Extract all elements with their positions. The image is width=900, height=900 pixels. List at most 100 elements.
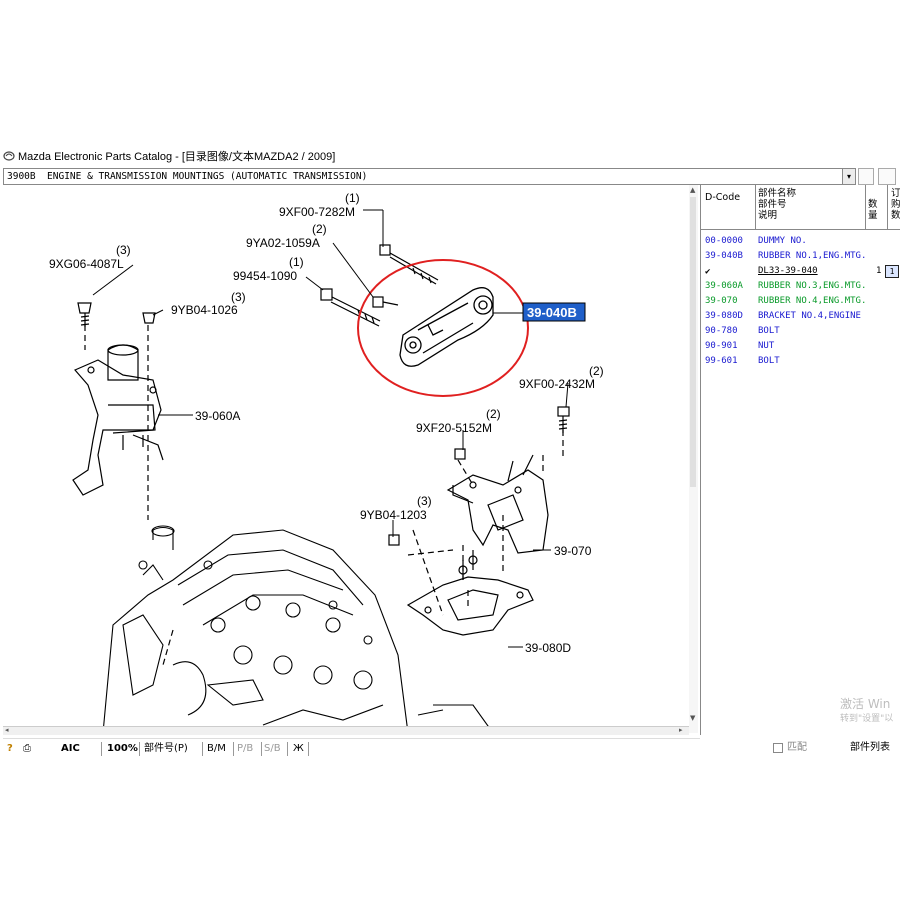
callout-part: 9YB04-1026 <box>171 303 238 317</box>
col-qty-line1[interactable]: 数 <box>868 199 878 210</box>
row-code: 99-601 <box>705 356 738 366</box>
row-name: NUT <box>758 341 775 351</box>
table-row[interactable]: 39-070 RUBBER NO.4,ENG.MTG. <box>701 294 900 309</box>
illustration-selector[interactable]: 3900B ENGINE & TRANSMISSION MOUNTINGS (A… <box>3 168 855 185</box>
check-icon[interactable]: ✔ <box>705 267 711 277</box>
row-code: 39-080D <box>705 311 743 321</box>
table-row[interactable]: 90-780 BOLT <box>701 324 900 339</box>
mount-39-060A-drawing <box>72 302 164 496</box>
callout-lines <box>92 209 569 648</box>
table-row[interactable]: 99-601 BOLT <box>701 354 900 369</box>
match-label: 匹配 <box>787 742 807 753</box>
parts-list-rows: 00-0000 DUMMY NO. 39-040B RUBBER NO.1,EN… <box>701 234 900 369</box>
scroll-left-icon[interactable]: ◂ <box>5 726 9 734</box>
toolbar-divider <box>287 742 288 756</box>
callout-qty: (3) <box>231 290 246 304</box>
mount-39-070-drawing <box>446 454 549 554</box>
callout-qty: (1) <box>289 255 304 269</box>
table-row-part-number[interactable]: ✔ DL33-39-040 1 1 <box>701 264 900 279</box>
table-row[interactable]: 39-060A RUBBER NO.3,ENG.MTG. <box>701 279 900 294</box>
header-button[interactable] <box>858 168 874 185</box>
row-name: BOLT <box>758 356 780 366</box>
callout-part: 39-060A <box>195 409 240 423</box>
help-button[interactable]: ? <box>7 743 13 754</box>
parts-list-header: D-Code 部件名称 部件号 说明 数 量 订 购 数 <box>701 185 900 230</box>
parts-diagram[interactable]: (1) 9XF00-7282M (2) 9YA02-1059A (1) 9945… <box>3 185 689 733</box>
callout-part: 9XF20-5152M <box>416 421 492 435</box>
table-row[interactable]: 00-0000 DUMMY NO. <box>701 234 900 249</box>
engine-block-drawing <box>102 525 494 733</box>
watermark-line2: 转到"设置"以 <box>840 714 894 724</box>
scroll-up-icon[interactable]: ▲ <box>690 186 696 194</box>
header-button[interactable] <box>878 168 896 185</box>
toolbar-divider <box>139 742 140 756</box>
row-name: DUMMY NO. <box>758 236 807 246</box>
callout-part: 9YB04-1203 <box>360 508 427 522</box>
parts-panel-footer: 匹配 部件列表 <box>700 738 900 758</box>
callout-part: 9YA02-1059A <box>246 236 320 250</box>
misc-button[interactable]: Ж <box>293 743 304 754</box>
bm-button[interactable]: B/M <box>207 743 226 754</box>
table-row[interactable]: 39-040B RUBBER NO.1,ENG.MTG. <box>701 249 900 264</box>
row-code: 39-060A <box>705 281 743 291</box>
row-code: 39-040B <box>705 251 743 261</box>
bracket-39-080D-drawing <box>406 550 534 636</box>
table-row[interactable]: 90-901 NUT <box>701 339 900 354</box>
row-name: RUBBER NO.3,ENG.MTG. <box>758 281 867 291</box>
scroll-down-icon[interactable]: ▼ <box>690 714 696 722</box>
row-name: BRACKET NO.4,ENGINE <box>758 311 861 321</box>
window-titlebar: Mazda Electronic Parts Catalog - [目录图像/文… <box>0 147 900 167</box>
bolts-drawing <box>320 244 439 327</box>
leader-lines <box>84 325 564 666</box>
callout-part: 39-080D <box>525 641 571 655</box>
callout-qty: (2) <box>312 222 327 236</box>
col-order-line1[interactable]: 订 <box>891 188 900 199</box>
callout-part: 9XF00-2432M <box>519 377 595 391</box>
callout-qty: (1) <box>345 191 360 205</box>
diagram-horizontal-scrollbar[interactable]: ◂ ▸ <box>3 726 689 735</box>
callout-qty: (2) <box>486 407 501 421</box>
toolbar-divider <box>101 742 102 756</box>
chevron-down-icon[interactable]: ▾ <box>842 168 856 185</box>
callout-part: 9XG06-4087L <box>49 257 124 271</box>
right-bolts-drawing <box>388 406 570 546</box>
toolbar-divider <box>233 742 234 756</box>
col-name-line2: 部件号 <box>758 199 787 210</box>
row-name: RUBBER NO.1,ENG.MTG. <box>758 251 867 261</box>
callout-qty: (3) <box>116 243 131 257</box>
row-code: 39-070 <box>705 296 738 306</box>
match-checkbox[interactable] <box>773 743 783 753</box>
order-qty-input[interactable]: 1 <box>885 265 899 278</box>
callout-part: 99454-1090 <box>233 269 297 283</box>
diagram-svg: (1) 9XF00-7282M (2) 9YA02-1059A (1) 9945… <box>49 191 604 733</box>
scroll-right-icon[interactable]: ▸ <box>679 726 683 734</box>
col-order-line2: 购 <box>891 199 900 210</box>
row-name: BOLT <box>758 326 780 336</box>
illustration-title: 3900B ENGINE & TRANSMISSION MOUNTINGS (A… <box>7 171 368 182</box>
row-code: 90-901 <box>705 341 738 351</box>
callout-labels: (1) 9XF00-7282M (2) 9YA02-1059A (1) 9945… <box>49 191 604 655</box>
aic-button[interactable]: AIC <box>61 743 80 754</box>
callout-part: 9XF00-7282M <box>279 205 355 219</box>
window-title: Mazda Electronic Parts Catalog - [目录图像/文… <box>18 151 336 163</box>
col-divider <box>887 185 888 229</box>
sb-button[interactable]: S/B <box>264 743 281 754</box>
col-qty-line2: 量 <box>868 210 878 221</box>
col-d-code[interactable]: D-Code <box>705 192 741 203</box>
parts-list-tab[interactable]: 部件列表 <box>850 742 890 753</box>
part-number-button[interactable]: 部件号(P) <box>144 743 188 754</box>
zoom-level-button[interactable]: 100% <box>107 743 138 754</box>
diagram-vertical-scrollbar[interactable]: ▲ ▼ <box>689 185 698 733</box>
toolbar-divider <box>261 742 262 756</box>
mount-39-040B-drawing <box>399 287 494 367</box>
toolbar-divider <box>308 742 309 756</box>
table-row[interactable]: 39-080D BRACKET NO.4,ENGINE <box>701 309 900 324</box>
col-order-line3: 数 <box>891 210 900 221</box>
row-code: 90-780 <box>705 326 738 336</box>
print-icon[interactable]: ⎙ <box>23 743 31 754</box>
highlight-tag[interactable]: 39-040B <box>522 302 586 322</box>
row-code: 00-0000 <box>705 236 743 246</box>
scroll-thumb[interactable] <box>690 197 696 487</box>
pb-button[interactable]: P/B <box>237 743 254 754</box>
col-name-line1[interactable]: 部件名称 <box>758 188 797 199</box>
